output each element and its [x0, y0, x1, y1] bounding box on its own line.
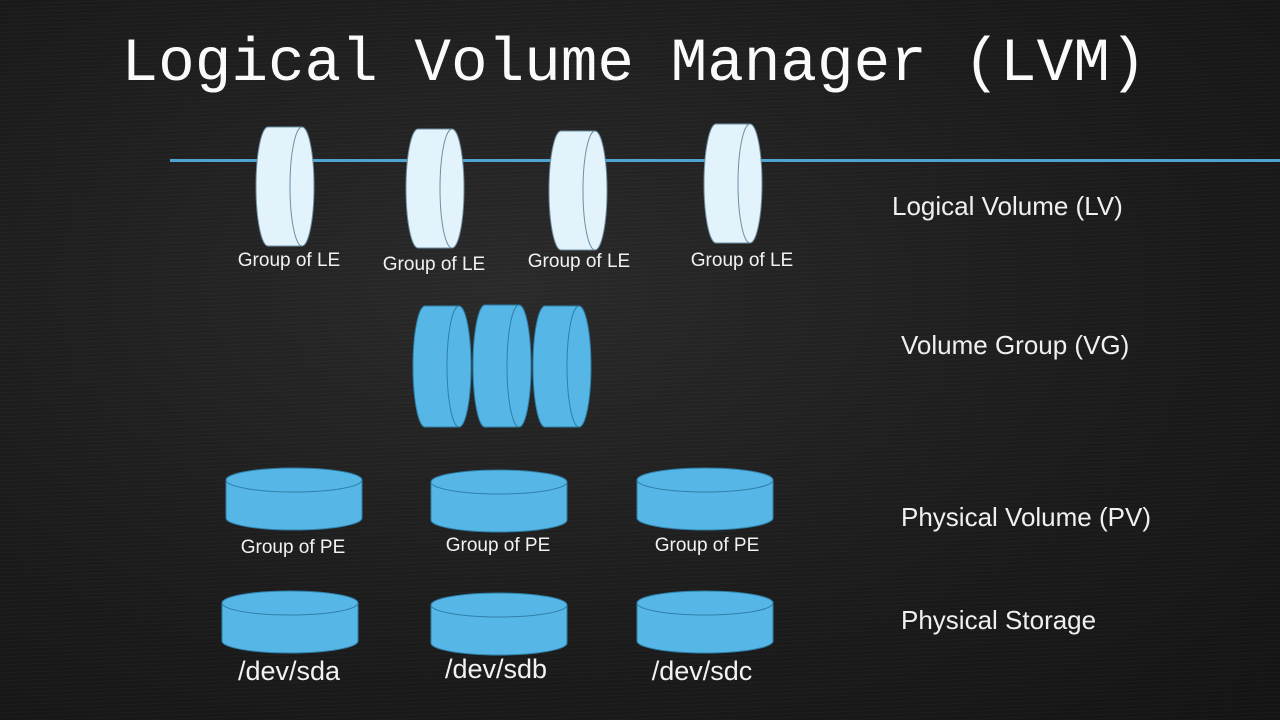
lv-label: Group of LE — [237, 250, 341, 271]
physical-volume-disk — [225, 467, 363, 531]
logical-extent-group-disk — [255, 126, 315, 247]
disk-body — [472, 304, 532, 428]
physical-volume-disk — [636, 467, 774, 531]
physical-storage-disk — [636, 590, 774, 654]
disk-body — [548, 130, 608, 251]
disk-face-edge — [221, 602, 359, 616]
lv-label: Group of LE — [382, 254, 486, 275]
disk-body — [636, 467, 774, 531]
disk-face-edge — [225, 479, 363, 493]
layer-label-lv: Logical Volume (LV) — [892, 191, 1123, 221]
physical-storage-disk — [430, 592, 568, 656]
physical-storage-disk — [221, 590, 359, 654]
device-label: /dev/sdb — [444, 654, 548, 684]
logical-extent-group-disk — [548, 130, 608, 251]
lv-label: Group of LE — [527, 251, 631, 272]
disk-face-edge — [566, 305, 580, 428]
disk-body — [430, 469, 568, 533]
pv-label: Group of PE — [445, 535, 551, 556]
disk-face-edge — [430, 481, 568, 495]
layer-label-storage: Physical Storage — [901, 605, 1097, 635]
disk-body — [225, 467, 363, 531]
pv-label: Group of PE — [654, 535, 760, 556]
logical-extent-group-disk — [703, 123, 763, 244]
disk-body — [636, 590, 774, 654]
disk-body — [412, 305, 472, 428]
device-label: /dev/sda — [237, 656, 341, 686]
logical-extent-group-disk — [405, 128, 465, 249]
disk-body — [430, 592, 568, 656]
disk-body — [532, 305, 592, 428]
volume-group-disk — [532, 305, 592, 428]
disk-face-edge — [636, 602, 774, 616]
volume-group-disk — [412, 305, 472, 428]
disk-body — [221, 590, 359, 654]
physical-volume-disk — [430, 469, 568, 533]
disk-face-edge — [582, 130, 596, 251]
disk-face-edge — [430, 604, 568, 618]
disk-face-edge — [737, 123, 751, 244]
layer-label-vg: Volume Group (VG) — [901, 330, 1130, 360]
page-title: Logical Volume Manager (LVM) — [121, 30, 1147, 99]
pv-label: Group of PE — [240, 537, 346, 558]
disk-body — [255, 126, 315, 247]
device-label: /dev/sdc — [651, 656, 753, 686]
volume-group-disk — [472, 304, 532, 428]
disk-face-edge — [446, 305, 460, 428]
disk-face-edge — [289, 126, 303, 247]
lv-label: Group of LE — [690, 250, 794, 271]
disk-body — [703, 123, 763, 244]
disk-face-edge — [636, 479, 774, 493]
layer-label-pv: Physical Volume (PV) — [901, 502, 1151, 532]
disk-face-edge — [439, 128, 453, 249]
disk-face-edge — [506, 304, 520, 428]
disk-body — [405, 128, 465, 249]
